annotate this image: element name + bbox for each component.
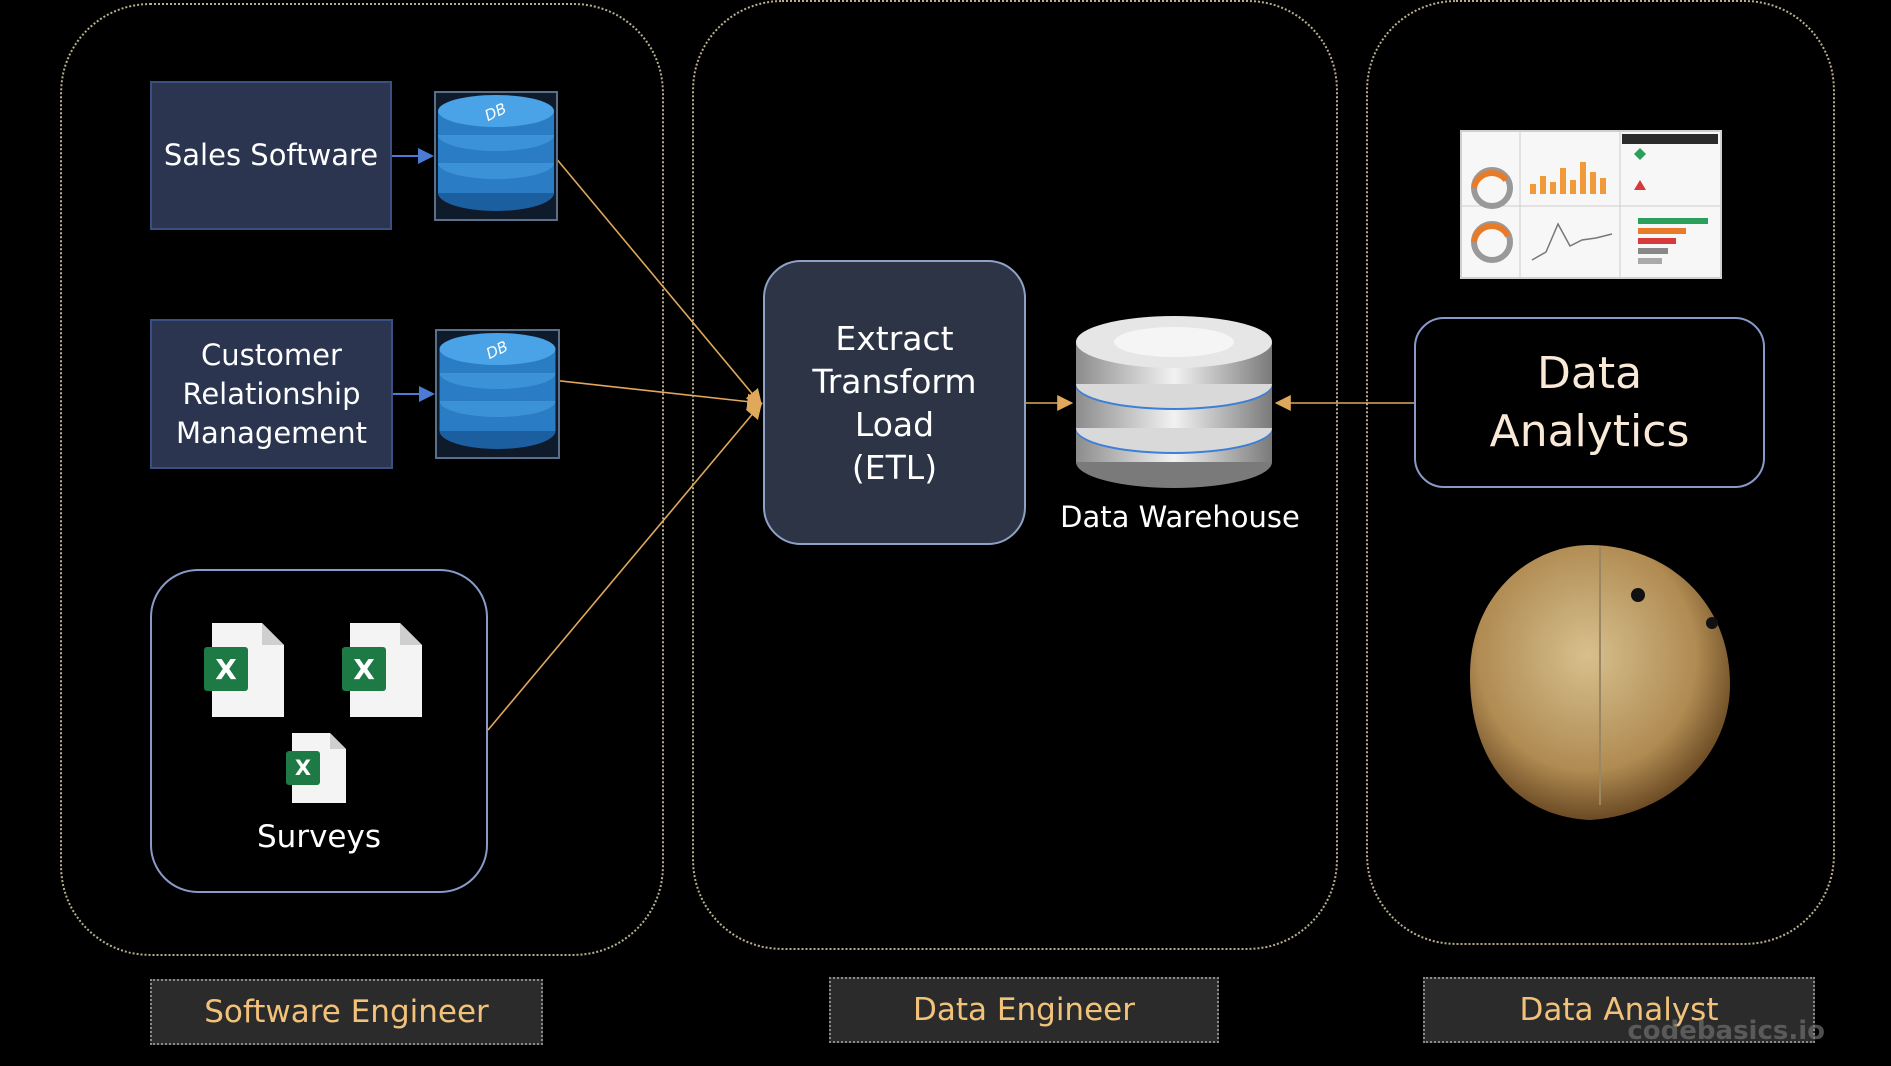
etl-box: Extract Transform Load (ETL) bbox=[763, 260, 1026, 545]
data-engineer-role: Data Engineer bbox=[829, 977, 1219, 1043]
excel-file-icon-3: X bbox=[286, 733, 346, 803]
data-analytics-label: Data Analytics bbox=[1489, 347, 1690, 457]
watermark: codebasics.io bbox=[1627, 1016, 1825, 1046]
excel-file-icon-1: X bbox=[204, 623, 284, 717]
analyst-avatar bbox=[1470, 545, 1730, 820]
svg-text:X: X bbox=[353, 653, 375, 686]
data-analytics-box: Data Analytics bbox=[1414, 317, 1765, 488]
crm-label: Customer Relationship Management bbox=[175, 337, 368, 450]
surveys-box: X X X Surveys bbox=[150, 569, 488, 893]
surveys-to-etl bbox=[487, 402, 763, 731]
etl-label: Extract Transform Load (ETL) bbox=[812, 318, 977, 487]
surveys-label: Surveys bbox=[257, 819, 381, 855]
sales-db-icon: DB bbox=[434, 91, 558, 221]
sales-software-box: Sales Software bbox=[150, 81, 392, 230]
sales-software-label: Sales Software bbox=[163, 138, 379, 172]
crm-db-to-etl bbox=[551, 379, 764, 410]
data-analyst-role: Data Analyst bbox=[1423, 977, 1815, 1043]
data-engineer-lane bbox=[692, 0, 1338, 950]
software-lane bbox=[60, 3, 664, 956]
dashboard-thumbnail bbox=[1460, 130, 1722, 279]
data-warehouse-icon bbox=[1076, 316, 1272, 488]
crm-box: Customer Relationship Management bbox=[150, 319, 393, 469]
svg-text:X: X bbox=[215, 653, 237, 686]
data-analyst-lane bbox=[1366, 0, 1835, 945]
crm-db-icon: DB bbox=[435, 329, 560, 459]
svg-text:X: X bbox=[295, 756, 311, 780]
software-engineer-role: Software Engineer bbox=[150, 979, 543, 1045]
excel-file-icon-2: X bbox=[342, 623, 422, 717]
sales-db-to-etl bbox=[544, 144, 763, 406]
data-warehouse-label: Data Warehouse bbox=[1060, 500, 1300, 534]
